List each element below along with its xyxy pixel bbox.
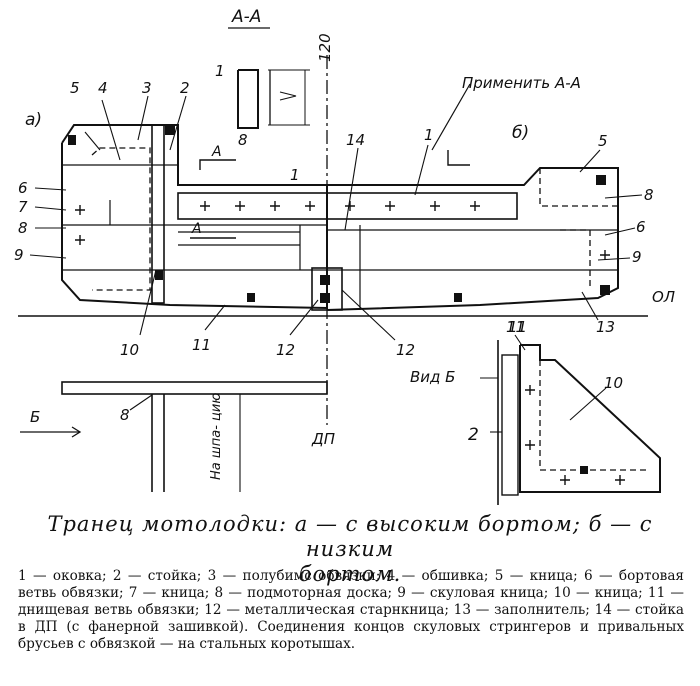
callout-b-11: 11 xyxy=(508,318,527,336)
callout-a-9: 9 xyxy=(14,246,24,264)
callout-a-8: 8 xyxy=(18,219,28,237)
label-view-a: а) xyxy=(25,110,42,130)
bottom-plate xyxy=(61,381,328,395)
post-2 xyxy=(151,124,165,304)
callout-b-6: 6 xyxy=(636,218,646,236)
callout-a-2: 2 xyxy=(180,79,190,97)
callout-vb-10: 10 xyxy=(604,374,623,392)
callout-a-10: 10 xyxy=(120,341,139,359)
callout-b-14: 14 xyxy=(346,131,365,149)
callout-b-9: 9 xyxy=(632,248,642,266)
callout-a-1: 1 xyxy=(290,166,300,184)
callout-a-3: 3 xyxy=(142,79,152,97)
callout-vb-11: 11 xyxy=(506,318,525,336)
callout-b-5: 5 xyxy=(598,132,608,150)
label-on-frame: На шпа- цию xyxy=(209,393,224,480)
caption-line-2: бортом. xyxy=(298,562,402,586)
callout-b-8: 8 xyxy=(644,186,654,204)
callout-top-1: 1 xyxy=(215,62,225,80)
figure-legend: 1 — оковка; 2 — стойка; 3 — полубимс обв… xyxy=(18,568,684,652)
section-mark: А-А xyxy=(231,7,261,27)
transom-a-outline xyxy=(61,124,328,310)
callout-vb-2: 2 xyxy=(468,425,479,445)
strip-1-b xyxy=(326,192,518,220)
callout-a-5: 5 xyxy=(70,79,80,97)
callout-a-11: 11 xyxy=(192,336,211,354)
callout-a-12: 12 xyxy=(276,341,295,359)
label-centerline: ДП xyxy=(311,430,335,448)
label-waterline: ОЛ xyxy=(652,288,675,306)
callout-b-13: 13 xyxy=(596,318,615,336)
callout-a-4: 4 xyxy=(98,79,108,97)
callout-a-6: 6 xyxy=(18,179,28,197)
label-view-b: б) xyxy=(512,123,529,143)
callout-lower-8: 8 xyxy=(120,406,130,424)
callout-a-7: 7 xyxy=(18,198,28,216)
callout-top-8: 8 xyxy=(238,131,248,149)
transom-drawing: А-А а) б) Применить А-А А А 120 ОЛ ДП Ви… xyxy=(14,7,675,505)
label-view-b-title: Вид Б xyxy=(410,368,455,386)
edge-detail xyxy=(237,69,259,129)
label-view-b-arrow: Б xyxy=(30,408,40,426)
label-apply-aa: Применить А-А xyxy=(462,74,581,92)
label-dimension-120: 120 xyxy=(316,33,334,62)
transom-b-outline xyxy=(326,167,619,311)
view-b-knee xyxy=(519,344,661,493)
knee-12 xyxy=(311,267,343,311)
callout-b-12: 12 xyxy=(396,341,415,359)
figure-caption: Транец мотолодки: а — с высоким бортом; … xyxy=(0,512,700,587)
callout-b-1: 1 xyxy=(424,126,434,144)
label-arrow-a-lower: А xyxy=(191,221,202,237)
caption-line-1: Транец мотолодки: а — с высоким бортом; … xyxy=(47,512,653,561)
label-arrow-a-upper: А xyxy=(211,144,222,160)
